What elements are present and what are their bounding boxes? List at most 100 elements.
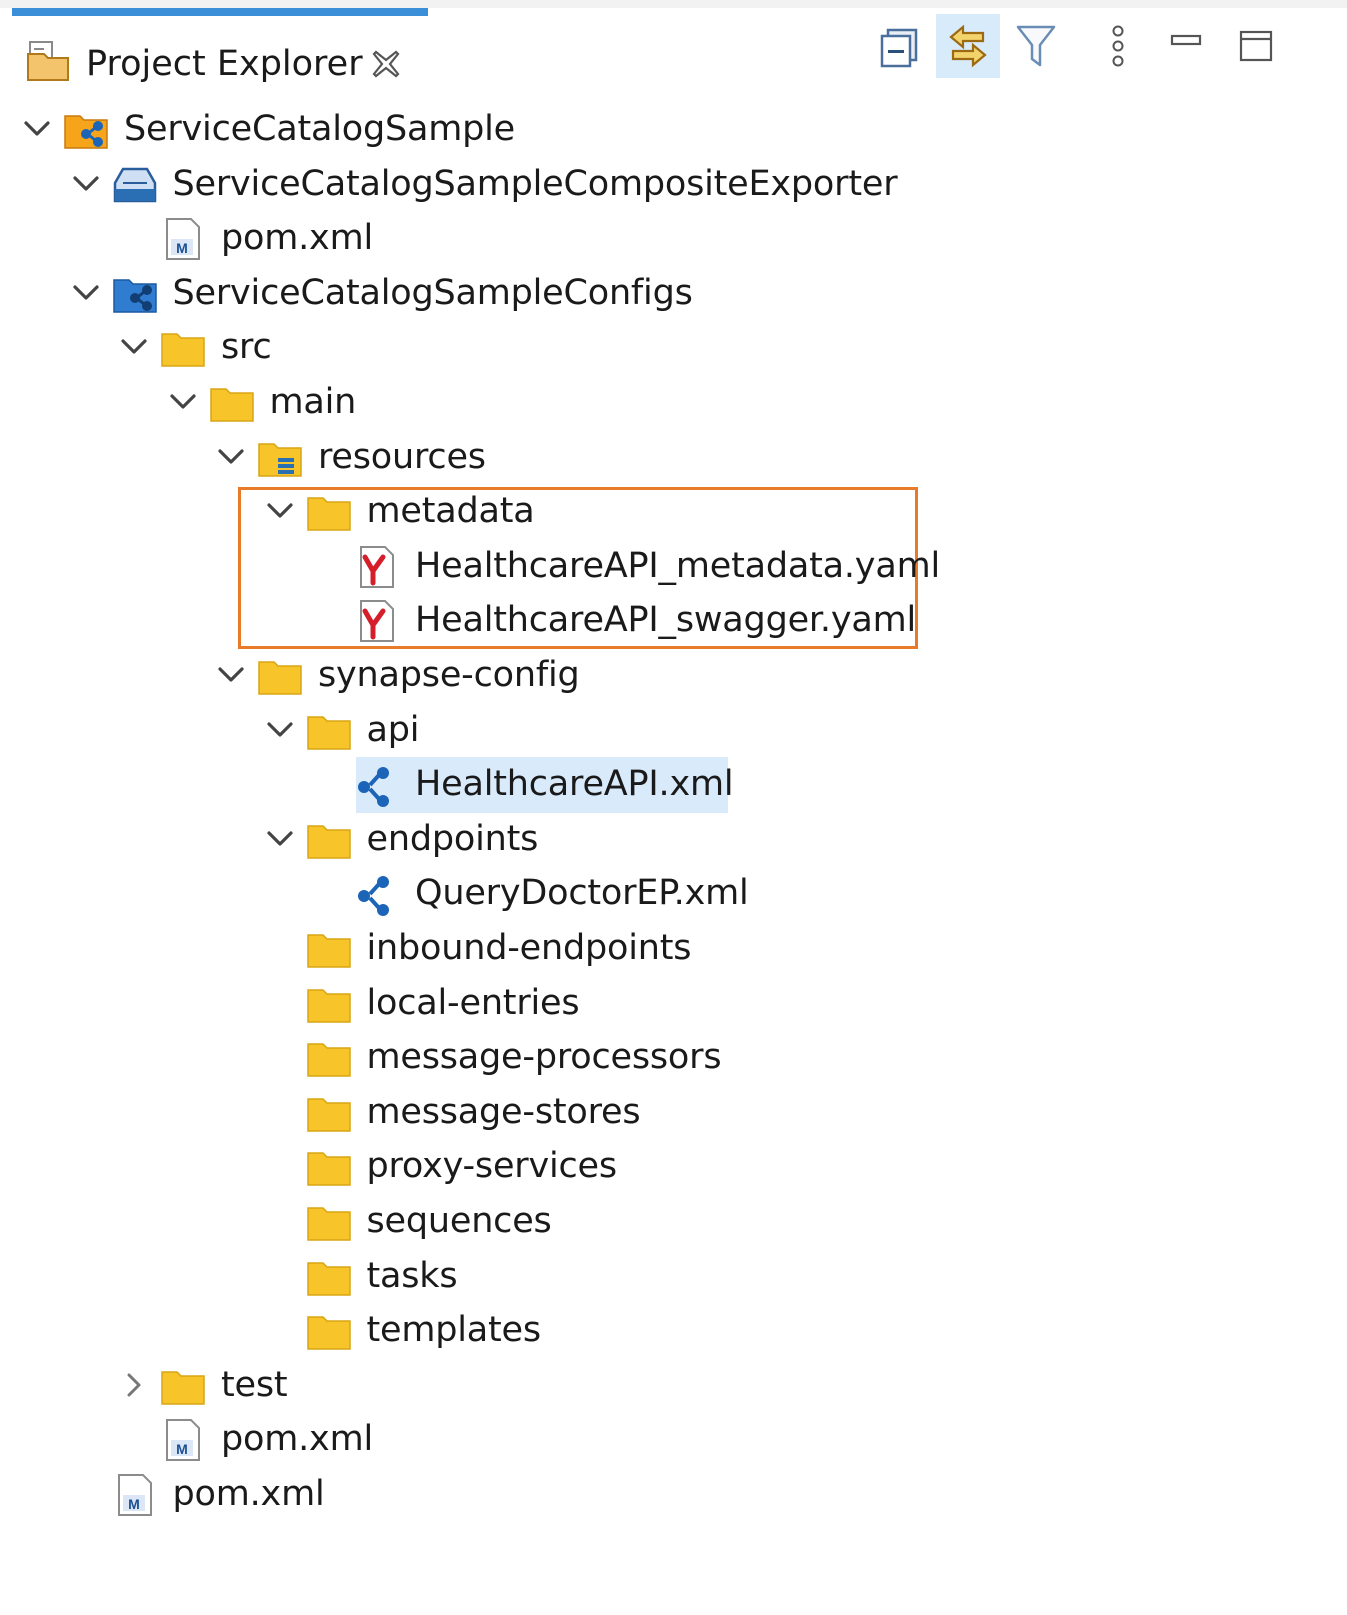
tree-item-label: metadata (366, 491, 535, 532)
folder-icon (306, 715, 351, 750)
composite-exporter-icon (113, 167, 156, 202)
folder-icon (306, 934, 351, 968)
view-menu-button[interactable] (1086, 14, 1150, 78)
highlight-box (238, 487, 918, 649)
tree-item[interactable]: inbound-endpoints (0, 921, 1347, 977)
tree-item[interactable]: templates (0, 1303, 1347, 1359)
folder-icon (161, 333, 205, 368)
minimize-button[interactable] (1154, 14, 1218, 78)
tree-item[interactable]: src (0, 320, 1347, 376)
tree-item-label: synapse-config (318, 655, 580, 695)
chevron-down-icon[interactable] (71, 278, 101, 308)
folder-icon (306, 1043, 351, 1077)
tree-item[interactable]: ServiceCatalogSample (0, 102, 1347, 158)
tree-item[interactable]: api (0, 703, 1347, 759)
tree-item[interactable]: tasks (0, 1249, 1347, 1305)
svg-text:M: M (176, 240, 188, 256)
tab-title: Project Explorer (86, 44, 363, 84)
tree-item-label: HealthcareAPI_metadata.yaml (415, 545, 940, 586)
selection-highlight (356, 757, 728, 814)
tree-item-label: ServiceCatalogSample (124, 109, 515, 149)
chevron-down-icon[interactable] (216, 442, 246, 472)
chevron-right-icon[interactable] (119, 1370, 149, 1400)
tree-item[interactable]: message-stores (0, 1085, 1347, 1141)
maven-file-icon: M (166, 1419, 200, 1462)
tree-item-label: templates (366, 1310, 542, 1351)
tree-item[interactable]: endpoints (0, 812, 1347, 868)
tree-item[interactable]: synapse-config (0, 648, 1347, 704)
tree-item-label: message-stores (366, 1091, 641, 1132)
folder-icon (306, 497, 351, 531)
tree-item-label: pom.xml (172, 1474, 325, 1514)
tree-item-label: ServiceCatalogSampleConfigs (172, 272, 693, 313)
maximize-icon (1239, 30, 1273, 62)
link-with-editor-icon (949, 24, 987, 68)
tree-item-label: api (366, 709, 420, 750)
maven-file-icon: M (166, 218, 200, 261)
tree-item-label: main (269, 382, 357, 422)
maven-file-icon: M (117, 1474, 152, 1516)
tree-item[interactable]: HealthcareAPI_swagger.yaml (0, 593, 1347, 649)
tree-item[interactable]: sequences (0, 1194, 1347, 1250)
chevron-down-icon[interactable] (119, 332, 149, 362)
view-top-border (0, 0, 1347, 8)
folder-icon (161, 1371, 205, 1405)
filter-icon (1016, 25, 1056, 67)
tree-item-label: inbound-endpoints (366, 928, 692, 968)
folder-icon (306, 1261, 351, 1296)
tree-item-label: tasks (366, 1255, 458, 1296)
tree-item[interactable]: HealthcareAPI.xml (0, 757, 1347, 814)
project-explorer-icon (27, 41, 69, 81)
synapse-artifact-icon (358, 767, 389, 808)
tree-item[interactable]: ServiceCatalogSampleCompositeExporter (0, 157, 1347, 213)
tree-item-label: test (221, 1364, 288, 1405)
tree-item-label: HealthcareAPI_swagger.yaml (415, 600, 917, 641)
folder-icon (209, 388, 254, 422)
folder-icon (306, 1316, 351, 1350)
filter-button[interactable] (1004, 14, 1068, 78)
folder-icon (306, 825, 351, 859)
chevron-down-icon[interactable] (22, 114, 52, 144)
tree-item[interactable]: main (0, 375, 1347, 431)
collapse-all-icon (880, 28, 918, 68)
integration-project-icon (64, 115, 108, 149)
view-menu-icon (1112, 25, 1124, 67)
chevron-down-icon[interactable] (265, 715, 295, 745)
tree-item-label: HealthcareAPI.xml (415, 764, 734, 805)
svg-text:M: M (176, 1441, 188, 1457)
maximize-button[interactable] (1224, 14, 1288, 78)
tree-item[interactable]: proxy-services (0, 1139, 1347, 1195)
tree-item-label: ServiceCatalogSampleCompositeExporter (172, 163, 898, 204)
folder-icon (306, 988, 351, 1023)
tree-item[interactable]: test (0, 1358, 1347, 1414)
tree-item[interactable]: metadata (0, 484, 1347, 540)
tree-item-label: src (221, 327, 272, 368)
link-with-editor-button[interactable] (936, 14, 1000, 78)
chevron-down-icon[interactable] (265, 496, 295, 526)
yaml-file-icon (360, 545, 394, 588)
tree-item[interactable]: QueryDoctorEP.xml (0, 866, 1347, 922)
close-icon[interactable] (368, 46, 404, 82)
chevron-down-icon[interactable] (265, 824, 295, 854)
tree-item[interactable]: HealthcareAPI_metadata.yaml (0, 539, 1347, 595)
svg-text:M: M (128, 1496, 140, 1512)
chevron-down-icon[interactable] (168, 387, 198, 417)
tree-item-label: message-processors (366, 1037, 722, 1078)
yaml-file-icon (360, 600, 394, 643)
tree-item[interactable]: local-entries (0, 976, 1347, 1032)
chevron-down-icon[interactable] (216, 660, 246, 690)
tree-item[interactable]: resources (0, 430, 1347, 486)
tree-item-label: resources (318, 436, 486, 477)
tree-item[interactable]: message-processors (0, 1030, 1347, 1086)
tree-item[interactable]: ServiceCatalogSampleConfigs (0, 266, 1347, 322)
tree-item-label: proxy-services (366, 1146, 618, 1187)
tab-project-explorer[interactable]: Project Explorer (12, 8, 428, 88)
tree-item-label: local-entries (366, 982, 580, 1023)
collapse-all-button[interactable] (868, 14, 932, 78)
chevron-down-icon[interactable] (71, 169, 101, 199)
minimize-icon (1170, 34, 1202, 46)
resource-folder-icon (258, 442, 302, 477)
